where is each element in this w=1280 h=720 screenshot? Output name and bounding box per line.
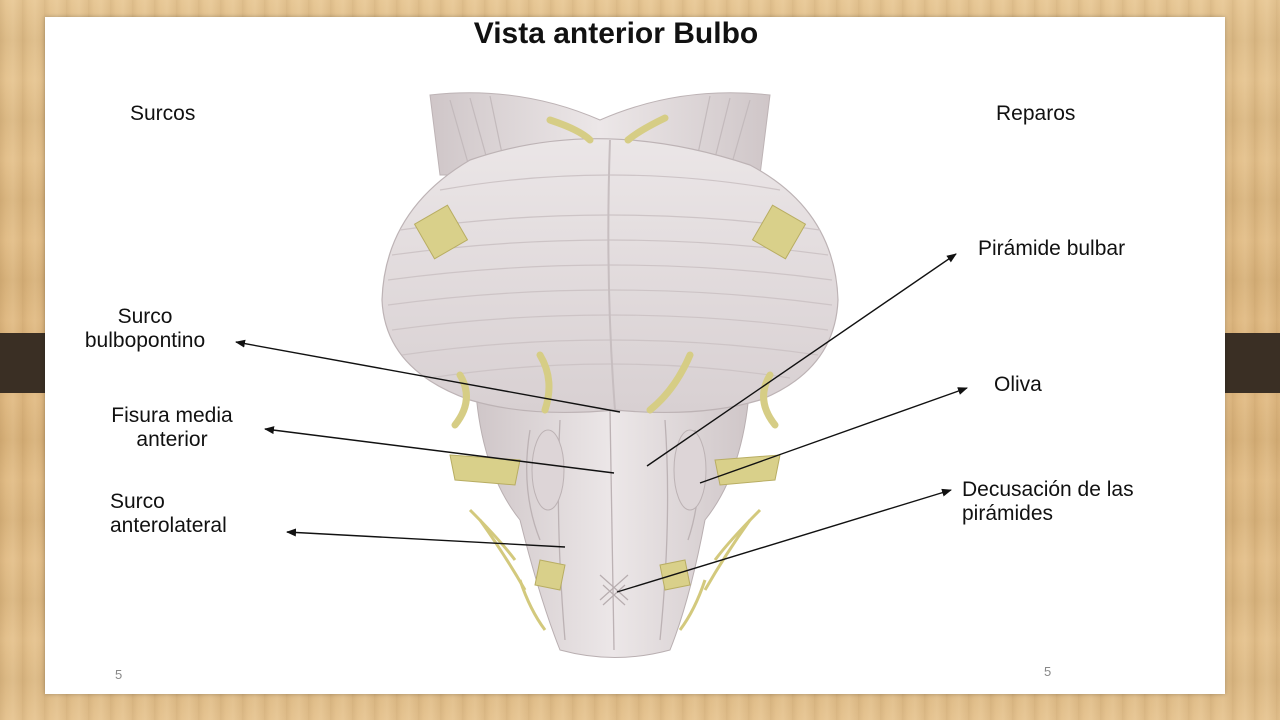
arrow-fisura-media [264, 426, 615, 474]
arrow-piramide-bulbar [646, 253, 957, 467]
heading-surcos: Surcos [130, 102, 196, 125]
label-surco-anterolateral: Surco anterolateral [110, 490, 227, 537]
arrow-surco-anterolateral [286, 528, 566, 548]
arrow-decusacion [616, 488, 952, 593]
label-piramide-bulbar: Pirámide bulbar [978, 237, 1126, 260]
label-decusacion: Decusación de las pirámides [962, 478, 1134, 525]
label-surco-bulbopontino: Surco bulbopontino [84, 305, 206, 352]
olive-right-shape [673, 429, 707, 511]
medulla-body [474, 379, 751, 658]
page-number-left: 5 [115, 667, 123, 682]
heading-reparos: Reparos [996, 102, 1076, 125]
label-oliva: Oliva [994, 373, 1042, 396]
slide-title: Vista anterior Bulbo [473, 17, 759, 50]
label-fisura-media-anterior: Fisura media anterior [111, 404, 233, 451]
dark-band-left [0, 333, 48, 393]
olive-left-shape [531, 429, 565, 511]
page-number-right: 5 [1044, 664, 1052, 679]
dark-band-right [1222, 333, 1280, 393]
pons [381, 138, 839, 414]
arrow-surco-bulbopontino [235, 339, 621, 413]
arrow-oliva [699, 387, 968, 484]
